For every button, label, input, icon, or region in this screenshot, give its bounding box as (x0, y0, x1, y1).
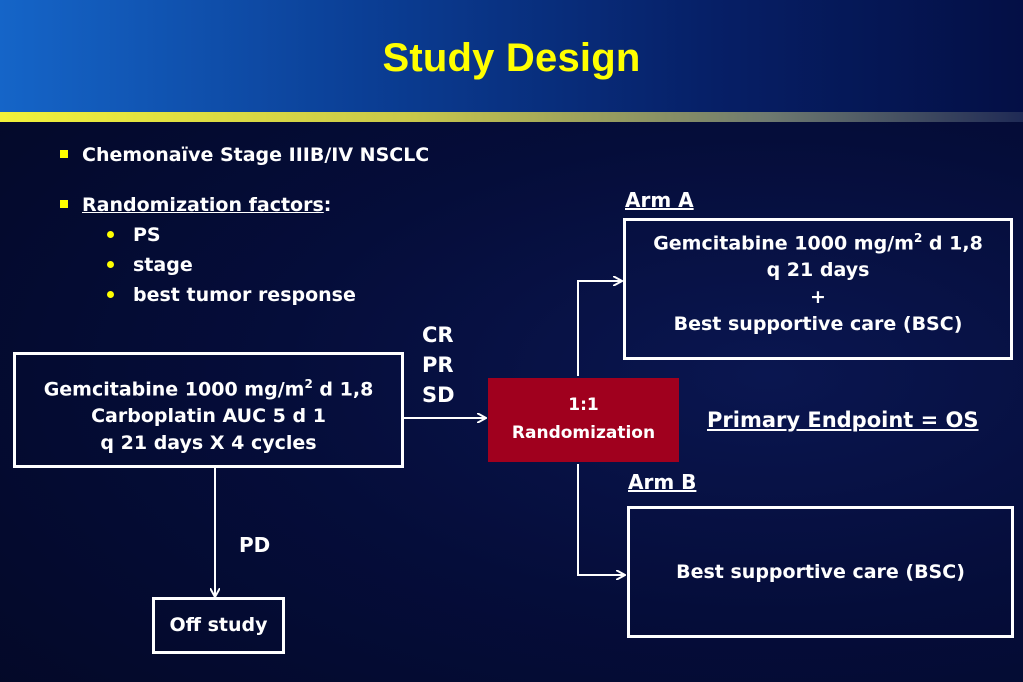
response-sd: SD (422, 383, 455, 407)
sub-bullet-dot-icon (107, 231, 114, 238)
factor-stage: stage (133, 254, 193, 276)
induction-treatment-box: Gemcitabine 1000 mg/m2 d 1,8 Carboplatin… (13, 352, 404, 468)
bullet-randomization-factors: Randomization factors: (82, 194, 331, 216)
bullet-square-icon (60, 200, 68, 208)
arm-b-label: Arm B (628, 470, 697, 494)
arm-a-line-1: Gemcitabine 1000 mg/m2 d 1,8 (653, 231, 983, 255)
arm-a-label: Arm A (625, 188, 694, 212)
header-band (0, 0, 1023, 112)
randomization-box: 1:1 Randomization (488, 378, 679, 462)
sub-bullet-dot-icon (107, 291, 114, 298)
bullet-eligibility: Chemonaïve Stage IIIB/IV NSCLC (82, 144, 430, 166)
slide-title: Study Design (382, 36, 641, 80)
randomization-label: Randomization (511, 423, 656, 443)
randomization-ratio: 1:1 (568, 395, 599, 415)
accent-rule (0, 112, 1023, 122)
primary-endpoint: Primary Endpoint = OS (707, 408, 979, 432)
randomization-factors-label: Randomization factors (82, 194, 324, 216)
arm-b-box: Best supportive care (BSC) (627, 506, 1014, 638)
arm-a-box: Gemcitabine 1000 mg/m2 d 1,8 q 21 days +… (623, 218, 1013, 360)
arm-a-line-4: Best supportive care (BSC) (673, 313, 963, 336)
arrow-to-arm-b (577, 464, 624, 575)
off-study-box: Off study (152, 597, 285, 654)
induction-line-3: q 21 days X 4 cycles (100, 432, 317, 455)
arrow-to-arm-a (577, 281, 621, 376)
factor-best-tumor-response: best tumor response (133, 284, 356, 306)
sub-bullet-dot-icon (107, 261, 114, 268)
response-pr: PR (422, 353, 454, 377)
bullet-square-icon (60, 150, 68, 158)
colon: : (323, 194, 332, 216)
pd-label: PD (239, 533, 271, 557)
induction-line-2: Carboplatin AUC 5 d 1 (91, 405, 326, 428)
induction-line-1: Gemcitabine 1000 mg/m2 d 1,8 (43, 377, 374, 401)
arm-a-line-3: + (810, 286, 826, 309)
arm-a-line-2: q 21 days (766, 259, 870, 282)
response-cr: CR (422, 323, 454, 347)
factor-ps: PS (133, 224, 161, 246)
response-labels: CR PR SD (422, 320, 455, 410)
